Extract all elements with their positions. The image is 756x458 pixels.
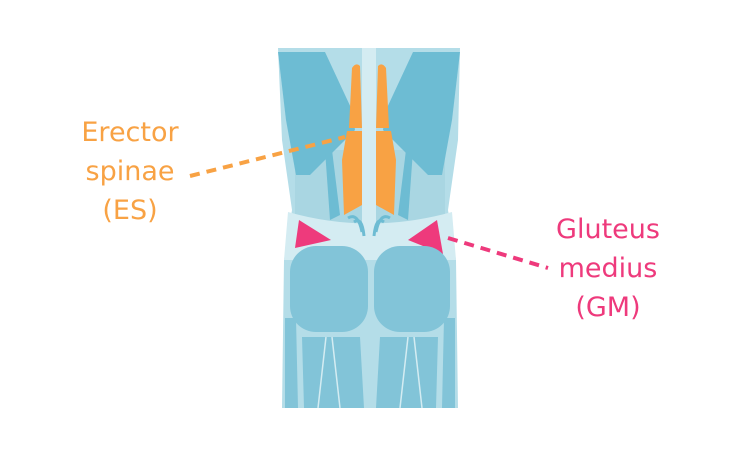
right-oblique	[398, 150, 413, 220]
gluteus-medius-label: Gluteus medius (GM)	[528, 210, 688, 327]
gm-line2: medius	[558, 253, 658, 284]
right-gluteus-maximus	[374, 246, 450, 332]
erector-spinae-label: Erector spinae (ES)	[50, 113, 210, 230]
gm-line3: (GM)	[575, 292, 641, 323]
gluteus-medius-pointer	[447, 236, 549, 270]
es-line1: Erector	[81, 117, 179, 148]
right-thigh-muscles	[376, 318, 455, 408]
right-gluteus-medius	[408, 220, 443, 254]
left-thigh-muscles	[285, 318, 364, 408]
es-line3: (ES)	[102, 195, 158, 226]
gm-line1: Gluteus	[556, 214, 660, 245]
left-gluteus-maximus	[290, 246, 368, 332]
right-erector-lower	[376, 131, 396, 215]
left-gluteus-medius	[295, 220, 331, 248]
sacral-fibers	[347, 215, 391, 237]
thigh-lines	[317, 336, 423, 409]
left-latissimus	[278, 52, 355, 175]
spine	[362, 48, 376, 238]
left-oblique	[325, 150, 340, 220]
erector-spinae-pointer	[189, 135, 346, 178]
es-line2: spinae	[85, 156, 175, 187]
right-erector-upper	[376, 64, 389, 128]
left-erector-upper	[349, 64, 362, 128]
left-erector-lower	[342, 131, 362, 215]
right-latissimus	[383, 52, 460, 175]
